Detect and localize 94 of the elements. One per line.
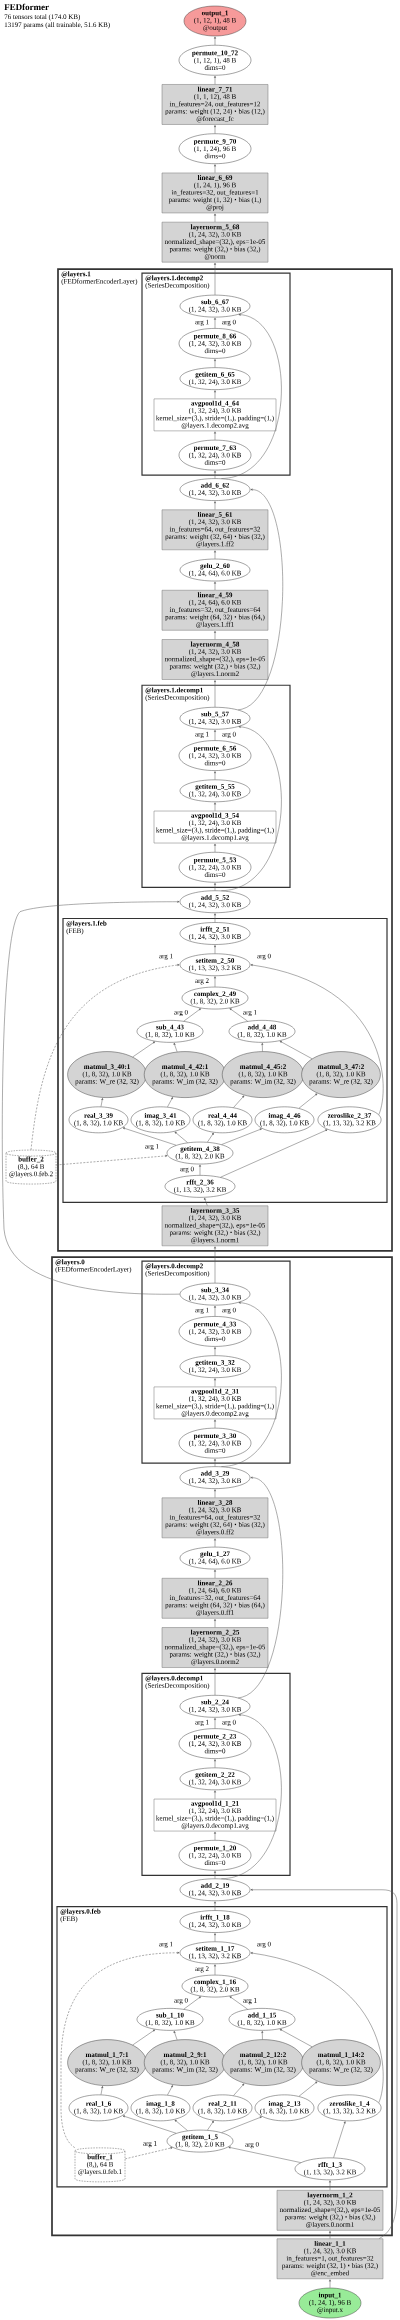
arrow	[233, 2083, 245, 2096]
arrow	[214, 1347, 216, 1356]
dashed-arrow	[55, 1154, 168, 1166]
arrow	[214, 470, 216, 479]
arrow	[214, 1759, 216, 1768]
arrow	[214, 1668, 216, 1696]
arrow	[214, 390, 216, 399]
arrow	[214, 843, 216, 853]
arrow	[132, 1041, 156, 1058]
arrow	[221, 725, 282, 891]
arrow	[220, 1129, 328, 1178]
arrow	[214, 913, 216, 923]
arrow	[214, 213, 216, 223]
arrow	[221, 1128, 262, 1145]
arrow	[214, 1458, 216, 1467]
arrow	[214, 1618, 216, 1628]
arrow	[204, 1197, 208, 1206]
arrow	[214, 1831, 216, 1841]
arrow	[214, 945, 216, 954]
arrow	[214, 317, 216, 329]
arrow	[329, 2180, 331, 2191]
arrow	[237, 1476, 283, 1699]
arrow	[279, 2029, 313, 2047]
arrow	[100, 1098, 104, 1107]
arrow	[214, 359, 216, 368]
arrow	[298, 2081, 318, 2097]
arrow	[261, 1042, 264, 1052]
arrow	[214, 1538, 216, 1548]
arrow	[214, 501, 216, 510]
arrow	[250, 1952, 384, 2103]
arrow	[333, 2121, 346, 2158]
arrow	[173, 1042, 178, 1053]
arrow	[329, 2279, 331, 2289]
arrow	[214, 882, 216, 891]
arrow	[100, 2086, 104, 2095]
arrow	[329, 2230, 331, 2239]
arrow	[214, 1378, 216, 1387]
arrow	[214, 581, 216, 591]
arrow	[214, 1964, 216, 1976]
arrow	[221, 2116, 262, 2133]
arrow	[214, 431, 216, 441]
arrow	[122, 2115, 177, 2134]
arrow	[279, 1040, 313, 1059]
dashed-arrow	[30, 964, 180, 1151]
arrow	[233, 1095, 245, 1108]
diagram-title: FEDformer	[4, 3, 49, 11]
arrow	[298, 1093, 318, 1109]
arrow	[214, 1717, 216, 1729]
arrow	[214, 1933, 216, 1942]
arrow	[214, 1901, 216, 1911]
arrow	[250, 964, 384, 1115]
arrow	[214, 802, 216, 812]
arrow	[214, 729, 216, 741]
arrow	[132, 2029, 156, 2046]
arrow	[214, 1790, 216, 1800]
arrow	[207, 1132, 214, 1143]
arrow	[214, 630, 216, 640]
arrow	[199, 1164, 201, 1176]
arrow	[214, 1305, 216, 1317]
arrow	[214, 1870, 216, 1879]
arrow	[229, 1008, 248, 1022]
arrow	[214, 976, 216, 988]
arrow	[261, 2031, 264, 2040]
arrow	[2, 900, 180, 1295]
arrow	[250, 1888, 398, 2239]
arrow	[214, 771, 216, 780]
arrow	[207, 2120, 214, 2131]
arrow	[214, 1419, 216, 1429]
arrow	[214, 1246, 216, 1284]
arrow	[167, 1097, 173, 1108]
arrow	[167, 2085, 173, 2096]
dashed-arrow	[124, 2147, 173, 2160]
arrow	[214, 36, 216, 46]
arrow	[174, 2119, 188, 2131]
arrow	[214, 262, 216, 296]
arrow	[228, 2146, 301, 2163]
arrow	[174, 1131, 188, 1143]
arrow	[221, 1713, 282, 1879]
dashed-arrow	[60, 1951, 180, 2148]
arrow	[221, 1301, 282, 1467]
arrow	[221, 313, 282, 479]
arrow	[173, 2030, 178, 2041]
arrow	[214, 680, 216, 708]
arrow	[237, 488, 283, 711]
arrow	[183, 1008, 201, 1022]
arrow	[214, 550, 216, 560]
arrow	[214, 1489, 216, 1498]
arrow	[214, 125, 216, 134]
arrow	[183, 1996, 201, 2010]
arrow	[214, 1569, 216, 1579]
arrow	[214, 75, 216, 85]
arrow	[214, 164, 216, 173]
arrow	[229, 1996, 248, 2010]
arrow	[122, 1127, 177, 1146]
